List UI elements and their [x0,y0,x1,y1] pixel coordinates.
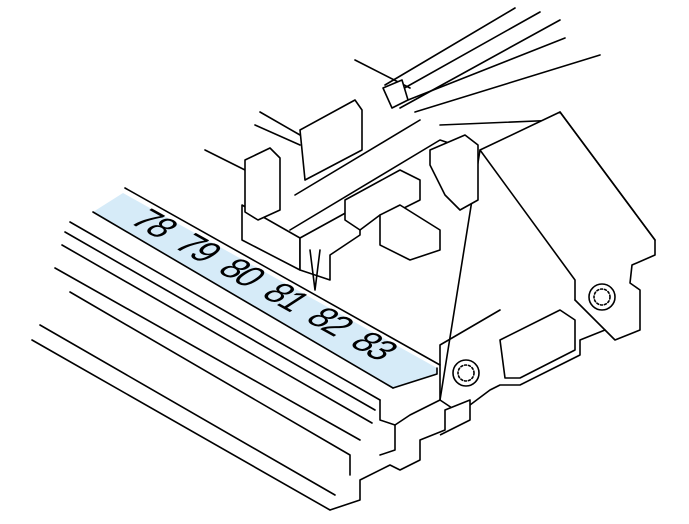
carriage [241,99,479,291]
right-profile [439,111,656,411]
lower-rail [31,187,471,511]
label-strip-band [93,193,437,388]
